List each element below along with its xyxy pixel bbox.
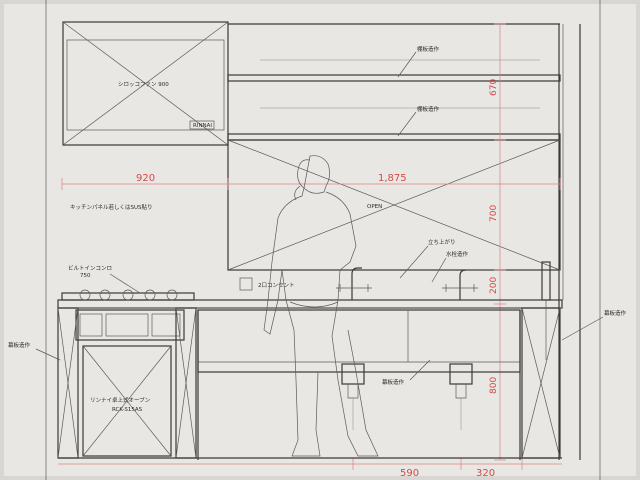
dim-sink-offset: 320 (476, 468, 495, 479)
open-mark: OPEN (367, 204, 382, 210)
dim-widths: 920 1,875 (61, 173, 561, 190)
dim-height-base: 800 (489, 377, 499, 394)
dim-height-counter: 200 (489, 277, 499, 294)
side-panel-right-label: 幕板造作 (604, 309, 627, 317)
kitchen-panel: OPEN キッチンパネル若しくはSUS貼り (70, 139, 561, 271)
oven-cabinet: リンナイ卓上式オーブン RCK-S15AS (82, 345, 172, 457)
sink-frame: 幕板造作 (197, 309, 521, 460)
side-panel-bottom-label: 幕板造作 (382, 378, 405, 386)
hood-badge: RINNAI (193, 123, 212, 129)
faucets: 立ち上がり 水栓造作 (336, 238, 551, 360)
right-wall (558, 24, 581, 460)
range-hood: RINNAI シロッコファン 900 (62, 21, 229, 146)
dim-bottom: 590 320 (58, 458, 562, 479)
shelf-label-lower: 棚板造作 (417, 105, 440, 113)
sink-drains (341, 363, 473, 430)
faucet-label: 水栓造作 (446, 250, 469, 258)
oven-model: RCK-S15AS (112, 407, 143, 413)
outlet: 2口コンセント (239, 277, 295, 291)
dim-heights: 670 700 200 800 (489, 23, 506, 461)
dim-height-upper: 670 (489, 79, 499, 96)
dim-sink-width: 590 (400, 468, 419, 479)
dim-width-total: 1,875 (378, 173, 407, 184)
person-figure (263, 155, 379, 457)
side-panel-left-label: 幕板造作 (8, 341, 31, 349)
dim-height-panel: 700 (489, 205, 499, 222)
raised-edge-label: 立ち上がり (428, 238, 456, 246)
counter-top (57, 299, 563, 309)
outlet-label: 2口コンセント (258, 282, 295, 289)
side-panel-left: 幕板造作 (8, 307, 197, 459)
cooktop: ビルトインコンロ 750 (61, 264, 195, 301)
oven-label: リンナイ卓上式オーブン (90, 396, 151, 404)
kitchen-panel-label: キッチンパネル若しくはSUS貼り (70, 203, 153, 211)
dim-width-left: 920 (136, 173, 155, 184)
shelf-label-upper: 棚板造作 (417, 45, 440, 53)
upper-shelves: 棚板造作 棚板造作 (227, 23, 561, 141)
range-hood-label: シロッコファン 900 (118, 81, 169, 88)
cooktop-label: ビルトインコンロ (68, 264, 112, 272)
cooktop-size: 750 (80, 273, 91, 279)
